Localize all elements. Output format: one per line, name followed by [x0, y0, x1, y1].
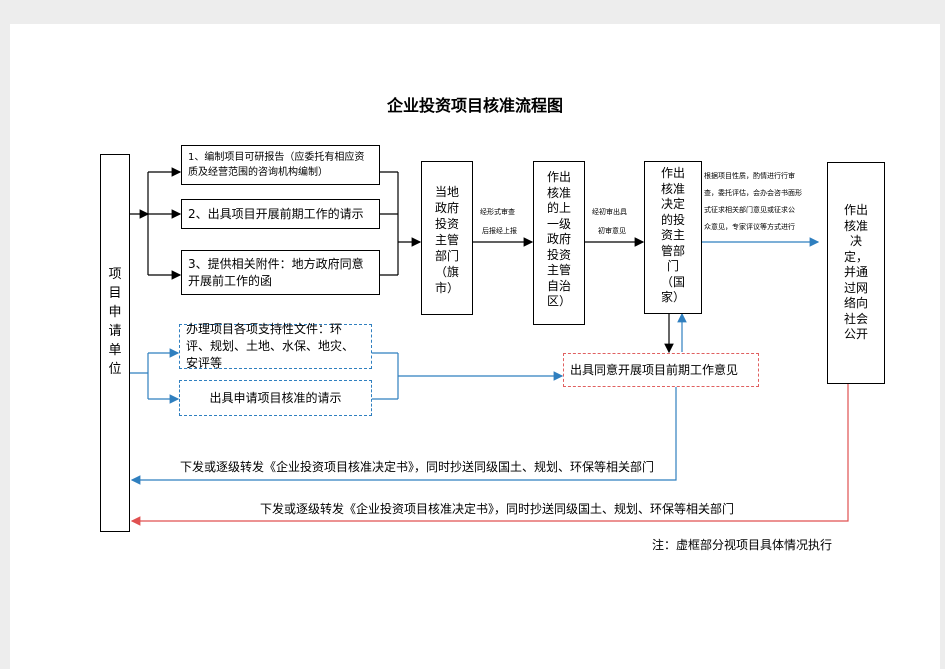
edge-upper-state-line1: 经初审出具: [592, 208, 627, 216]
flowchart-page: 企业投资项目核准流程图: [10, 24, 940, 669]
step1-box: 1、编制项目可研报告（应委托有相应资质及经营范围的咨询机构编制）: [181, 145, 380, 185]
edge-local-upper-line1: 经形式审查: [480, 208, 515, 216]
approval-request-label: 出具申请项目核准的请示: [209, 391, 342, 405]
edge-state-final-line2: 查，委托评估，会办会咨书面形: [704, 189, 802, 197]
note-label: 注：虚框部分视项目具体情况执行: [652, 538, 833, 552]
step1-label: 1、编制项目可研报告（应委托有相应资质及经营范围的咨询机构编制）: [188, 152, 365, 178]
final-label: 作出核准决定，并通过网络向社会公开: [843, 203, 868, 341]
connector-lines: [130, 167, 849, 526]
return-blue-label: 下发或逐级转发《企业投资项目核准决定书》，同时抄送同级国土、规划、环保等相关部门: [180, 460, 655, 474]
state-dept-label: 作出核准决定的投资主管部门（国家）: [660, 166, 685, 304]
step2-box: 2、出具项目开展前期工作的请示: [181, 199, 380, 229]
state-dept-box: 作出核准决定的投资主管部门（国家）: [644, 161, 702, 314]
edge-state-final-line4: 众意见，专家评议等方式进行: [704, 223, 795, 231]
upper-dept-label: 作出核准的上一级政府投资主管自治区）: [546, 170, 571, 308]
final-box: 作出核准决定，并通过网络向社会公开: [827, 162, 885, 384]
opinion-label: 出具同意开展项目前期工作意见: [570, 363, 739, 377]
applicant-label: 项目申请单位: [108, 267, 122, 377]
applicant-box: 项目申请单位: [100, 154, 130, 532]
approval-request-box: 出具申请项目核准的请示: [179, 380, 372, 416]
step3-box: 3、提供相关附件：地方政府同意开展前工作的函: [181, 250, 380, 295]
opinion-box: 出具同意开展项目前期工作意见: [563, 353, 759, 387]
page-title: 企业投资项目核准流程图: [386, 96, 563, 115]
edge-local-upper-line2: 后报经上报: [482, 227, 517, 235]
edge-state-final-line1: 根据项目性质，酌情进行行审: [704, 172, 795, 180]
return-red-label: 下发或逐级转发《企业投资项目核准决定书》，同时抄送同级国土、规划、环保等相关部门: [260, 502, 735, 516]
local-dept-label: 当地政府投资主管部门（旗市）: [434, 185, 459, 295]
step2-label: 2、出具项目开展前期工作的请示: [188, 207, 364, 221]
local-dept-box: 当地政府投资主管部门（旗市）: [421, 161, 473, 315]
edge-upper-state-line2: 初审意见: [598, 227, 626, 235]
edge-state-final-line3: 式征求相关部门意见或征求公: [704, 206, 795, 214]
step3-label: 3、提供相关附件：地方政府同意开展前工作的函: [188, 256, 364, 288]
upper-dept-box: 作出核准的上一级政府投资主管自治区）: [533, 161, 585, 325]
support-docs-label: 办理项目各项支持性文件：环评、规划、土地、水保、地灾、安评等: [186, 322, 355, 370]
support-docs-box: 办理项目各项支持性文件：环评、规划、土地、水保、地灾、安评等: [179, 322, 372, 370]
